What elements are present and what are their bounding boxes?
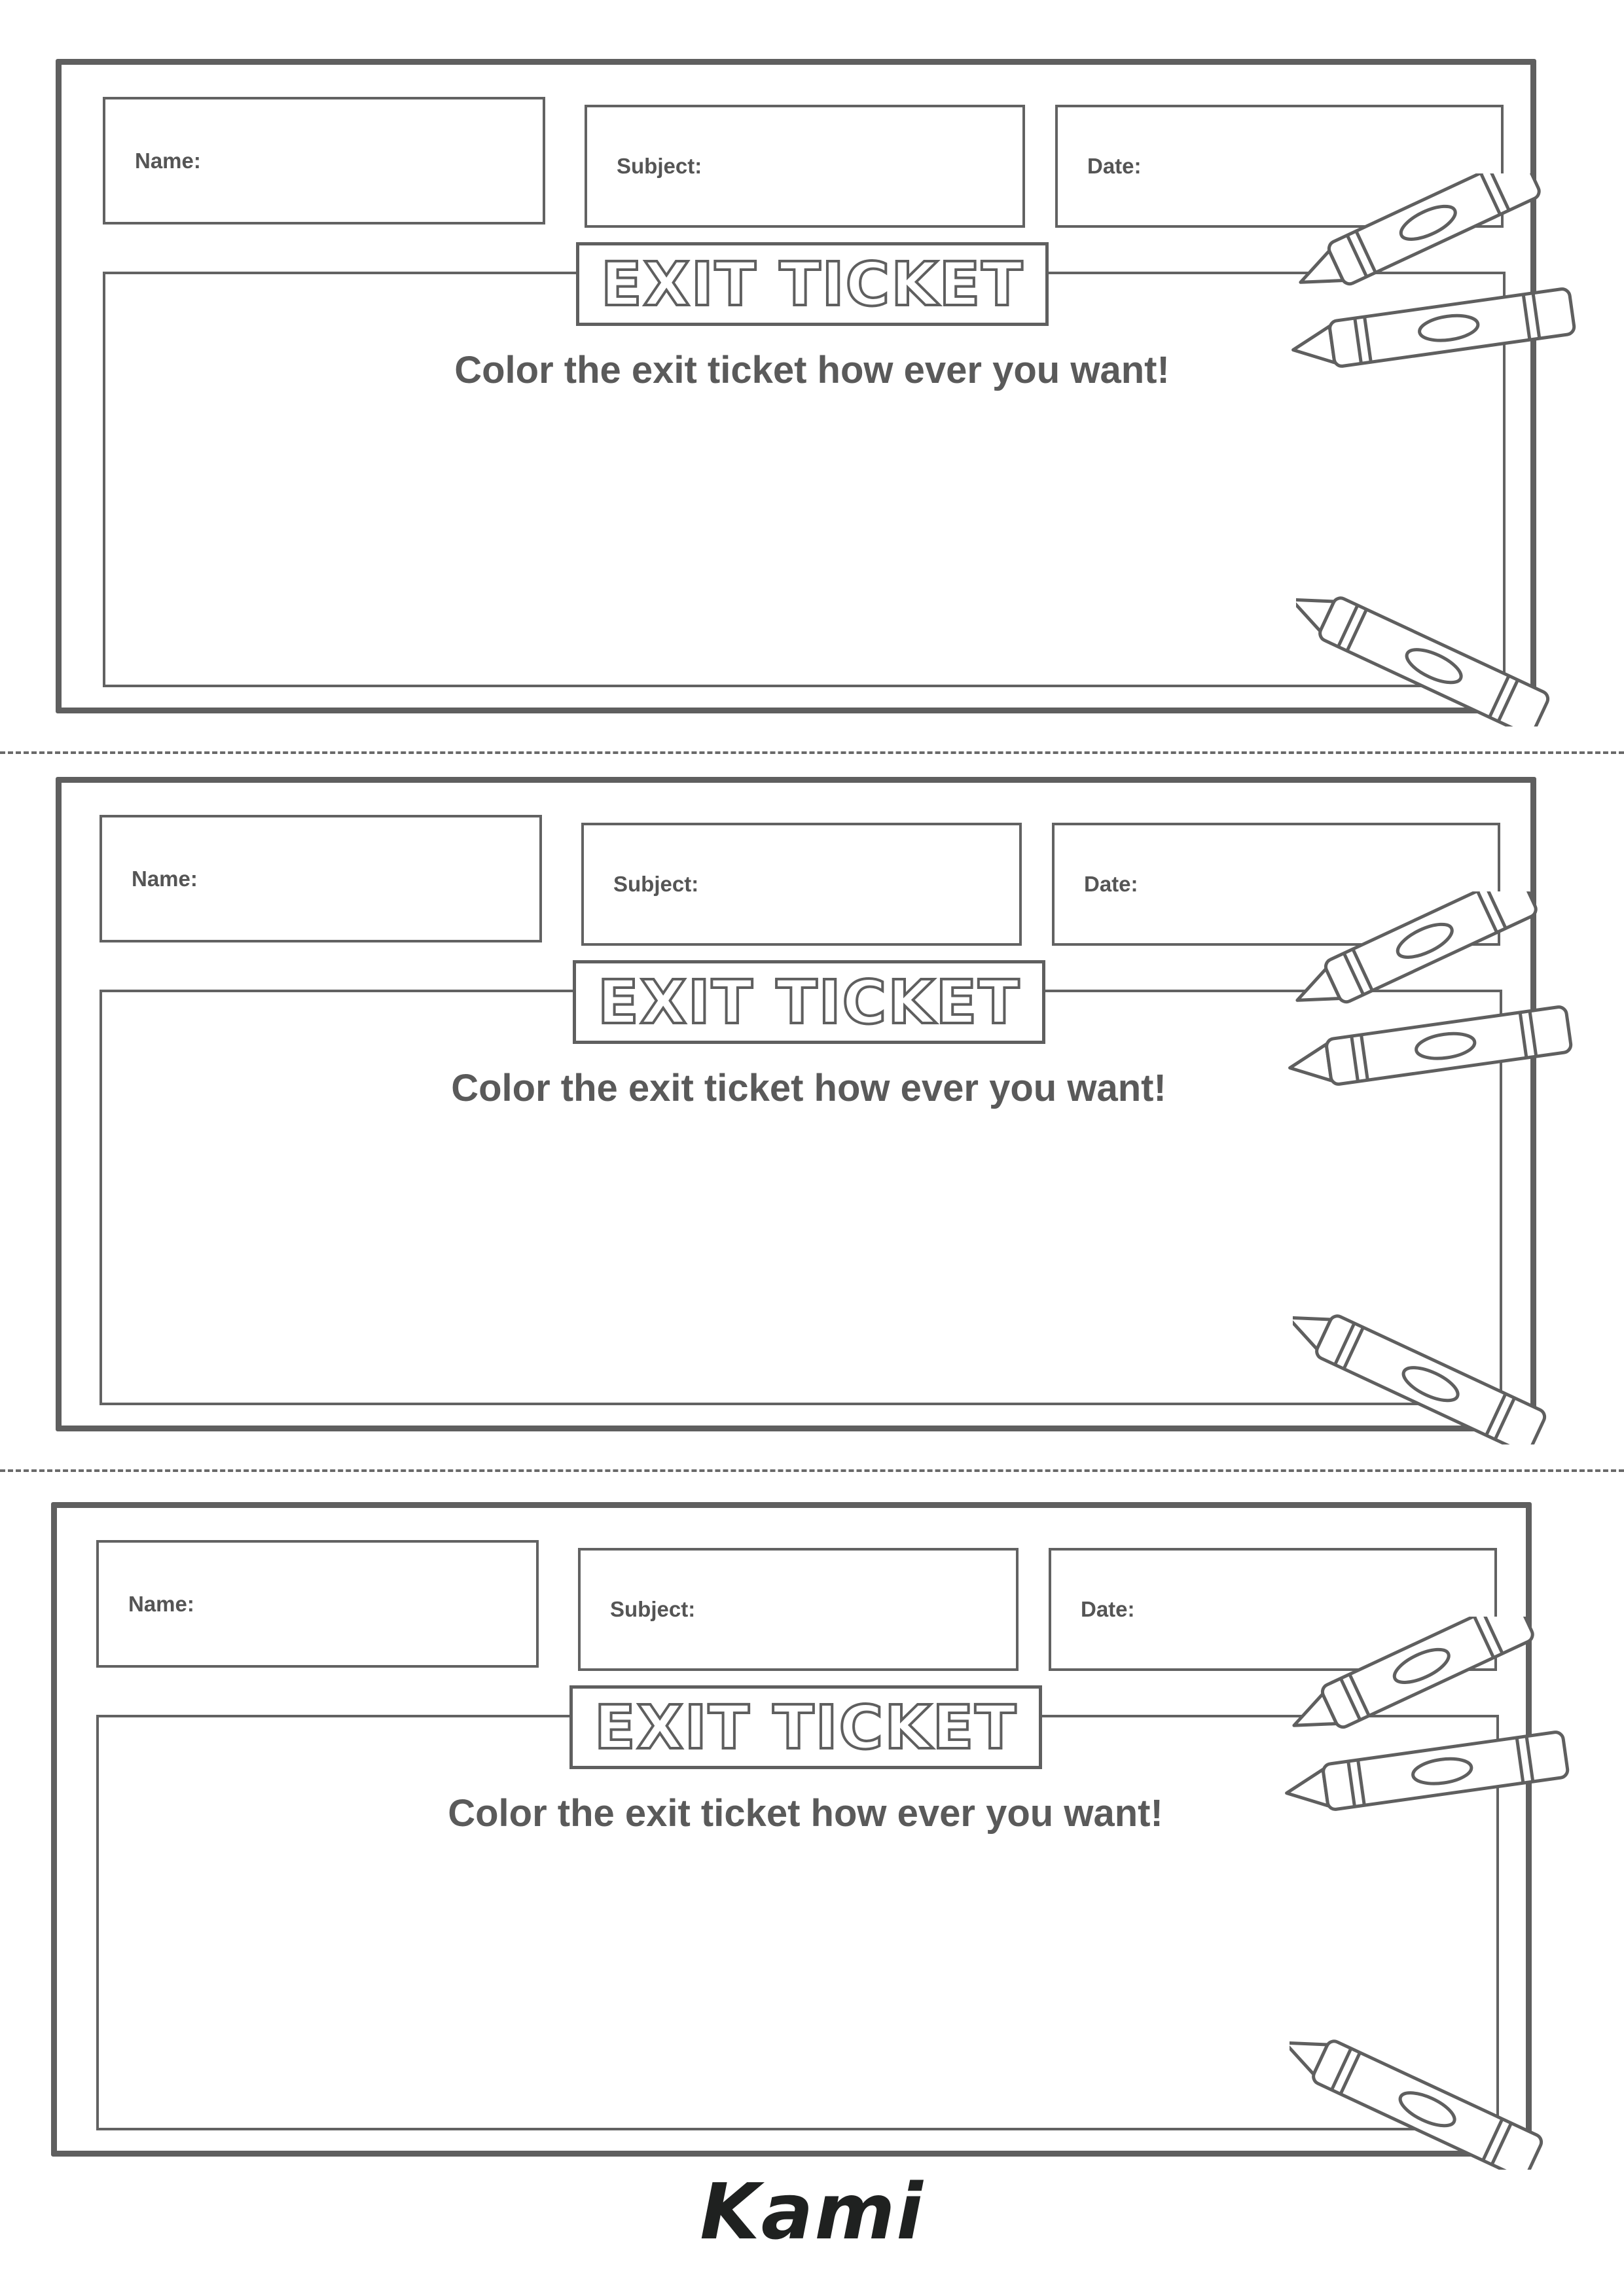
name-field[interactable]: Name: [103, 97, 545, 224]
date-label: Date: [1081, 1597, 1135, 1621]
exit-ticket-title-box: EXIT TICKET [573, 960, 1045, 1044]
crayon-icon [1291, 173, 1576, 368]
date-field[interactable]: Date: [1055, 105, 1504, 228]
exit-ticket-1: Name: Subject: Date: EXIT TICKET Color t… [0, 59, 1624, 779]
instruction-text: Color the exit ticket how ever you want! [454, 349, 1170, 391]
exit-ticket-title-box: EXIT TICKET [569, 1685, 1042, 1769]
crayon-icon [1293, 1314, 1547, 1444]
subject-field[interactable]: Subject: [581, 823, 1022, 946]
date-label: Date: [1084, 872, 1138, 896]
ticket-frame [51, 1502, 1532, 2157]
exit-ticket-title: EXIT TICKET [596, 966, 1021, 1039]
kami-logo: Kami [700, 2166, 924, 2257]
instruction-text: Color the exit ticket how ever you want! [451, 1067, 1166, 1109]
ticket-frame [56, 59, 1536, 713]
name-label: Name: [132, 866, 198, 891]
name-field[interactable]: Name: [99, 815, 542, 942]
name-label: Name: [135, 148, 201, 173]
subject-label: Subject: [613, 872, 699, 896]
dashed-cut-line [0, 751, 1624, 754]
exit-ticket-title: EXIT TICKET [593, 1691, 1018, 1764]
exit-ticket-3: Name: Subject: Date: EXIT TICKET Color t… [0, 1502, 1624, 2222]
date-field[interactable]: Date: [1052, 823, 1500, 946]
crayon-icon [1296, 596, 1550, 726]
name-field[interactable]: Name: [96, 1540, 539, 1668]
instruction-text: Color the exit ticket how ever you want! [448, 1792, 1163, 1835]
dashed-cut-line [0, 1469, 1624, 1472]
crayon-icon [1288, 891, 1573, 1086]
date-field[interactable]: Date: [1049, 1548, 1497, 1671]
exit-ticket-title: EXIT TICKET [600, 248, 1024, 321]
subject-label: Subject: [610, 1597, 696, 1621]
crayon-icon [1285, 1617, 1570, 1811]
ticket-frame [56, 777, 1536, 1431]
exit-ticket-2: Name: Subject: Date: EXIT TICKET Color t… [0, 777, 1624, 1497]
crayon-icon [1290, 2039, 1543, 2170]
subject-field[interactable]: Subject: [585, 105, 1025, 228]
name-label: Name: [128, 1591, 194, 1616]
subject-field[interactable]: Subject: [578, 1548, 1019, 1671]
subject-label: Subject: [617, 154, 702, 178]
exit-ticket-title-box: EXIT TICKET [576, 242, 1049, 326]
date-label: Date: [1087, 154, 1142, 178]
